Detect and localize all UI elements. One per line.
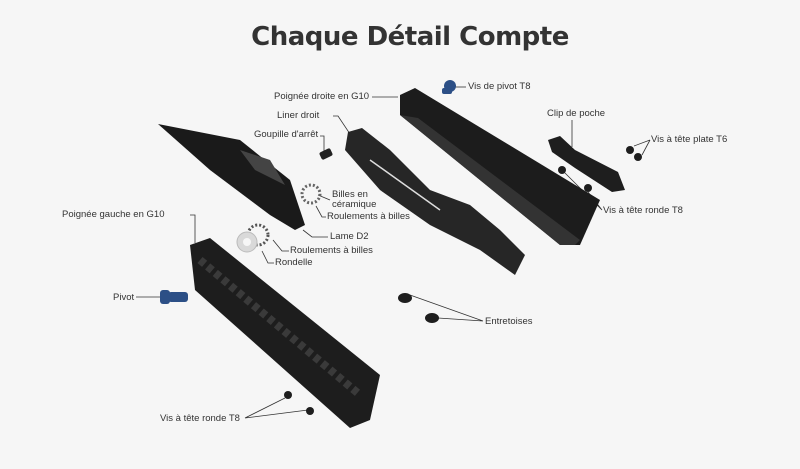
label-pocket-clip: Clip de poche: [547, 108, 606, 119]
screws: [284, 146, 642, 415]
bearing-ring: [300, 183, 322, 205]
label-ceramic-balls: Billes en: [332, 189, 368, 200]
label-pivot: Pivot: [113, 292, 135, 303]
label-flat-screws: Vis à tête plate T6: [651, 134, 728, 145]
label-right-handle: Poignée droite en G10: [274, 91, 370, 102]
label-ceramic-balls-2: céramique: [332, 199, 377, 210]
label-round-screws-right: Vis à tête ronde T8: [603, 205, 683, 216]
bearing-ring: [246, 223, 270, 247]
label-blade: Lame D2: [330, 231, 369, 242]
label-spacers: Entretoises: [485, 316, 533, 327]
label-washer: Rondelle: [275, 257, 313, 268]
label-bearings-2: Roulements à billes: [290, 245, 373, 256]
spacers: [398, 293, 439, 323]
pocket-clip: [548, 136, 625, 192]
label-bearings-1: Roulements à billes: [327, 211, 410, 222]
page-title: Chaque Détail Compte: [251, 22, 569, 52]
pivot: [160, 290, 188, 304]
label-left-handle: Poignée gauche en G10: [62, 209, 165, 220]
label-stop-pin: Goupille d'arrêt: [254, 129, 319, 140]
right-liner: [345, 128, 525, 275]
stop-pin: [319, 148, 333, 160]
pivot-screw: [442, 80, 456, 94]
right-handle: [400, 88, 600, 245]
label-pivot-screw: Vis de pivot T8: [468, 81, 531, 92]
label-round-screws-bottom: Vis à tête ronde T8: [160, 413, 240, 424]
label-right-liner: Liner droit: [277, 110, 320, 121]
blade: [158, 124, 305, 230]
